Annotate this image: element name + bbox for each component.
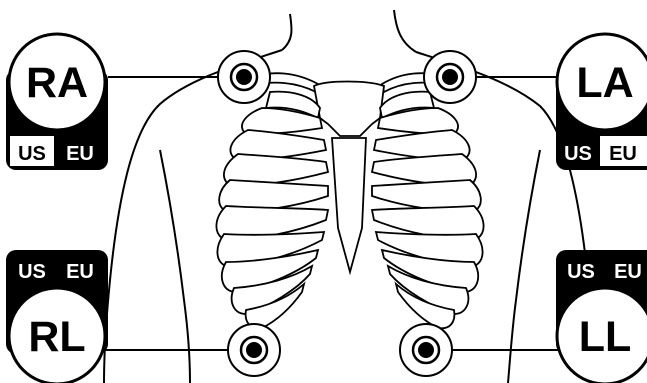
- ra-us-tag: US: [18, 143, 46, 165]
- electrode-ll-site: [400, 324, 452, 376]
- ra-label-badge: RA US EU: [6, 34, 108, 170]
- ra-label: RA: [26, 59, 88, 107]
- ll-label-badge: US EU LL: [556, 250, 647, 383]
- rl-eu-tag: EU: [66, 261, 94, 283]
- electrode-ra-site: [218, 51, 270, 103]
- la-us-tag: US: [564, 143, 592, 165]
- ll-label: LL: [579, 313, 632, 361]
- la-label-badge: LA US EU: [556, 34, 647, 170]
- ll-us-tag: US: [567, 261, 595, 283]
- ll-eu-tag: EU: [614, 261, 642, 283]
- electrode-la-site: [424, 51, 476, 103]
- rl-us-tag: US: [18, 261, 46, 283]
- la-eu-tag: EU: [609, 143, 637, 165]
- ra-eu-tag: EU: [66, 143, 94, 165]
- la-label: LA: [576, 59, 633, 107]
- rl-label-badge: US EU RL: [6, 250, 108, 383]
- rl-label: RL: [28, 313, 85, 361]
- left-ribs: [216, 108, 328, 328]
- electrode-rl-site: [228, 324, 280, 376]
- right-ribs: [372, 108, 484, 328]
